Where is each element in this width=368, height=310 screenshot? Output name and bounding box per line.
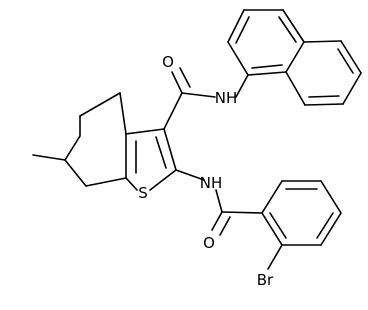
lower-carbonyl-oxygen-label: O [203, 234, 215, 252]
bromine-label: Br [257, 271, 274, 289]
thiophene-sulfur-label: S [138, 184, 148, 202]
lower-amide [175, 169, 263, 236]
methyl-bond [32, 154, 66, 161]
thiophene-ring [119, 92, 177, 191]
upper-amide [163, 67, 249, 130]
cyclohexane-ring [64, 92, 127, 187]
lower-amide-nh-label: NH [200, 174, 223, 192]
bromophenyl-ring [261, 180, 342, 270]
naphthalene [227, 9, 362, 106]
upper-carbonyl-oxygen-label: O [162, 53, 174, 71]
upper-amide-nh-label: N​H [215, 89, 238, 107]
